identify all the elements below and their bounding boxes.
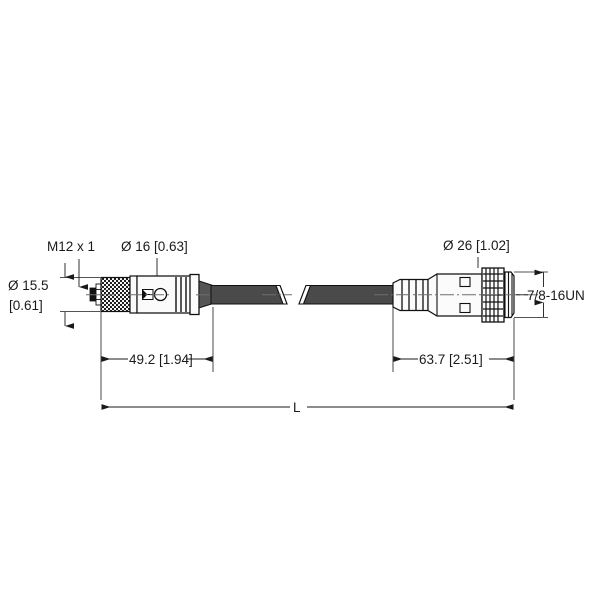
dimension-length-left: 49.2 [1.94] [100, 307, 214, 400]
cable-break-left [275, 284, 288, 305]
label-length-left: 49.2 [1.94] [129, 352, 193, 367]
dimension-diameter-26: Ø 26 [1.02] [443, 238, 510, 268]
dimension-m12-thread: M12 x 1 [47, 239, 95, 290]
left-ribbed-grip [175, 273, 200, 316]
cable-break-right [298, 284, 312, 305]
label-diameter-15-5: Ø 15.5 [8, 278, 49, 293]
label-diameter-26: Ø 26 [1.02] [443, 238, 510, 253]
dimension-thread-78-16un: 7/8-16UN [514, 269, 585, 318]
label-overall-length: L [293, 400, 301, 415]
dimension-diameter-15-5: Ø 15.5 [0.61] [8, 263, 100, 329]
cable [210, 284, 394, 305]
label-length-right: 63.7 [2.51] [419, 352, 483, 367]
dimension-length-right: 63.7 [2.51] [392, 307, 515, 400]
label-thread-78-16un: 7/8-16UN [527, 288, 585, 303]
dimension-overall-length: L [101, 400, 514, 415]
label-diameter-16: Ø 16 [0.63] [121, 239, 188, 254]
label-m12-thread: M12 x 1 [47, 239, 95, 254]
left-coupling-nut [100, 276, 131, 313]
label-diameter-15-5-inch: [0.61] [9, 298, 43, 313]
dimension-diameter-16: Ø 16 [0.63] [121, 239, 188, 276]
right-strain-relief [392, 278, 429, 312]
